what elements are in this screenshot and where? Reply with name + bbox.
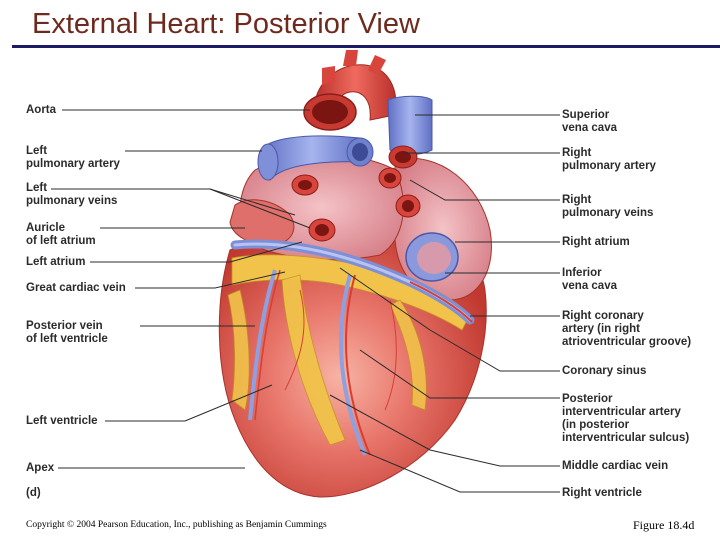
left-auricle-shape: [229, 199, 295, 246]
leader-lines-left: [51, 109, 311, 469]
aorta-branch-3: [368, 55, 386, 75]
copyright-notice: Copyright © 2004 Pearson Education, Inc.…: [26, 520, 327, 530]
posterior-vein-left-ventricle: [248, 269, 277, 421]
right-coronary-artery: [409, 281, 473, 323]
label-right-pulmonary-veins: Right pulmonary veins: [562, 194, 654, 219]
label-superior-vena-cava: Superior vena cava: [562, 109, 617, 134]
superior-vena-cava: [387, 95, 433, 155]
label-inferior-vena-cava: Inferior vena cava: [562, 267, 617, 292]
figure-label: Figure 18.4d: [633, 518, 695, 532]
label-left-pulmonary-veins: Left pulmonary veins: [26, 182, 118, 207]
label-left-pulmonary-artery: Left pulmonary artery: [26, 145, 120, 170]
label-posterior-vein-left-ventricle: Posterior vein of left ventricle: [26, 320, 108, 345]
aorta-branch-2: [343, 50, 358, 66]
label-coronary-sinus: Coronary sinus: [562, 365, 647, 377]
label-left-ventricle: Left ventricle: [26, 415, 98, 427]
label-right-coronary-artery: Right coronary artery (in right atrioven…: [562, 310, 692, 348]
label-right-ventricle: Right ventricle: [562, 487, 642, 499]
title-divider: [12, 45, 720, 48]
label-auricle-left-atrium: Auricle of left atrium: [26, 222, 96, 247]
label-apex: Apex: [26, 462, 55, 474]
label-right-atrium: Right atrium: [562, 236, 630, 248]
leader-lines-right: [329, 114, 560, 493]
page-title: External Heart: Posterior View: [32, 8, 420, 40]
middle-cardiac-vein: [339, 274, 367, 456]
label-middle-cardiac-vein: Middle cardiac vein: [562, 460, 669, 472]
label-posterior-interventricular-artery: Posterior interventricular artery (in po…: [562, 393, 690, 444]
label-right-pulmonary-artery: Right pulmonary artery: [562, 147, 656, 172]
posterior-interventricular-artery: [345, 274, 371, 456]
label-great-cardiac-vein: Great cardiac vein: [26, 282, 126, 294]
fat-sulcus: [281, 274, 346, 446]
label-aorta: Aorta: [26, 104, 57, 116]
panel-letter: (d): [26, 487, 41, 499]
label-left-atrium: Left atrium: [26, 256, 86, 268]
aorta-branch-1: [322, 66, 335, 85]
